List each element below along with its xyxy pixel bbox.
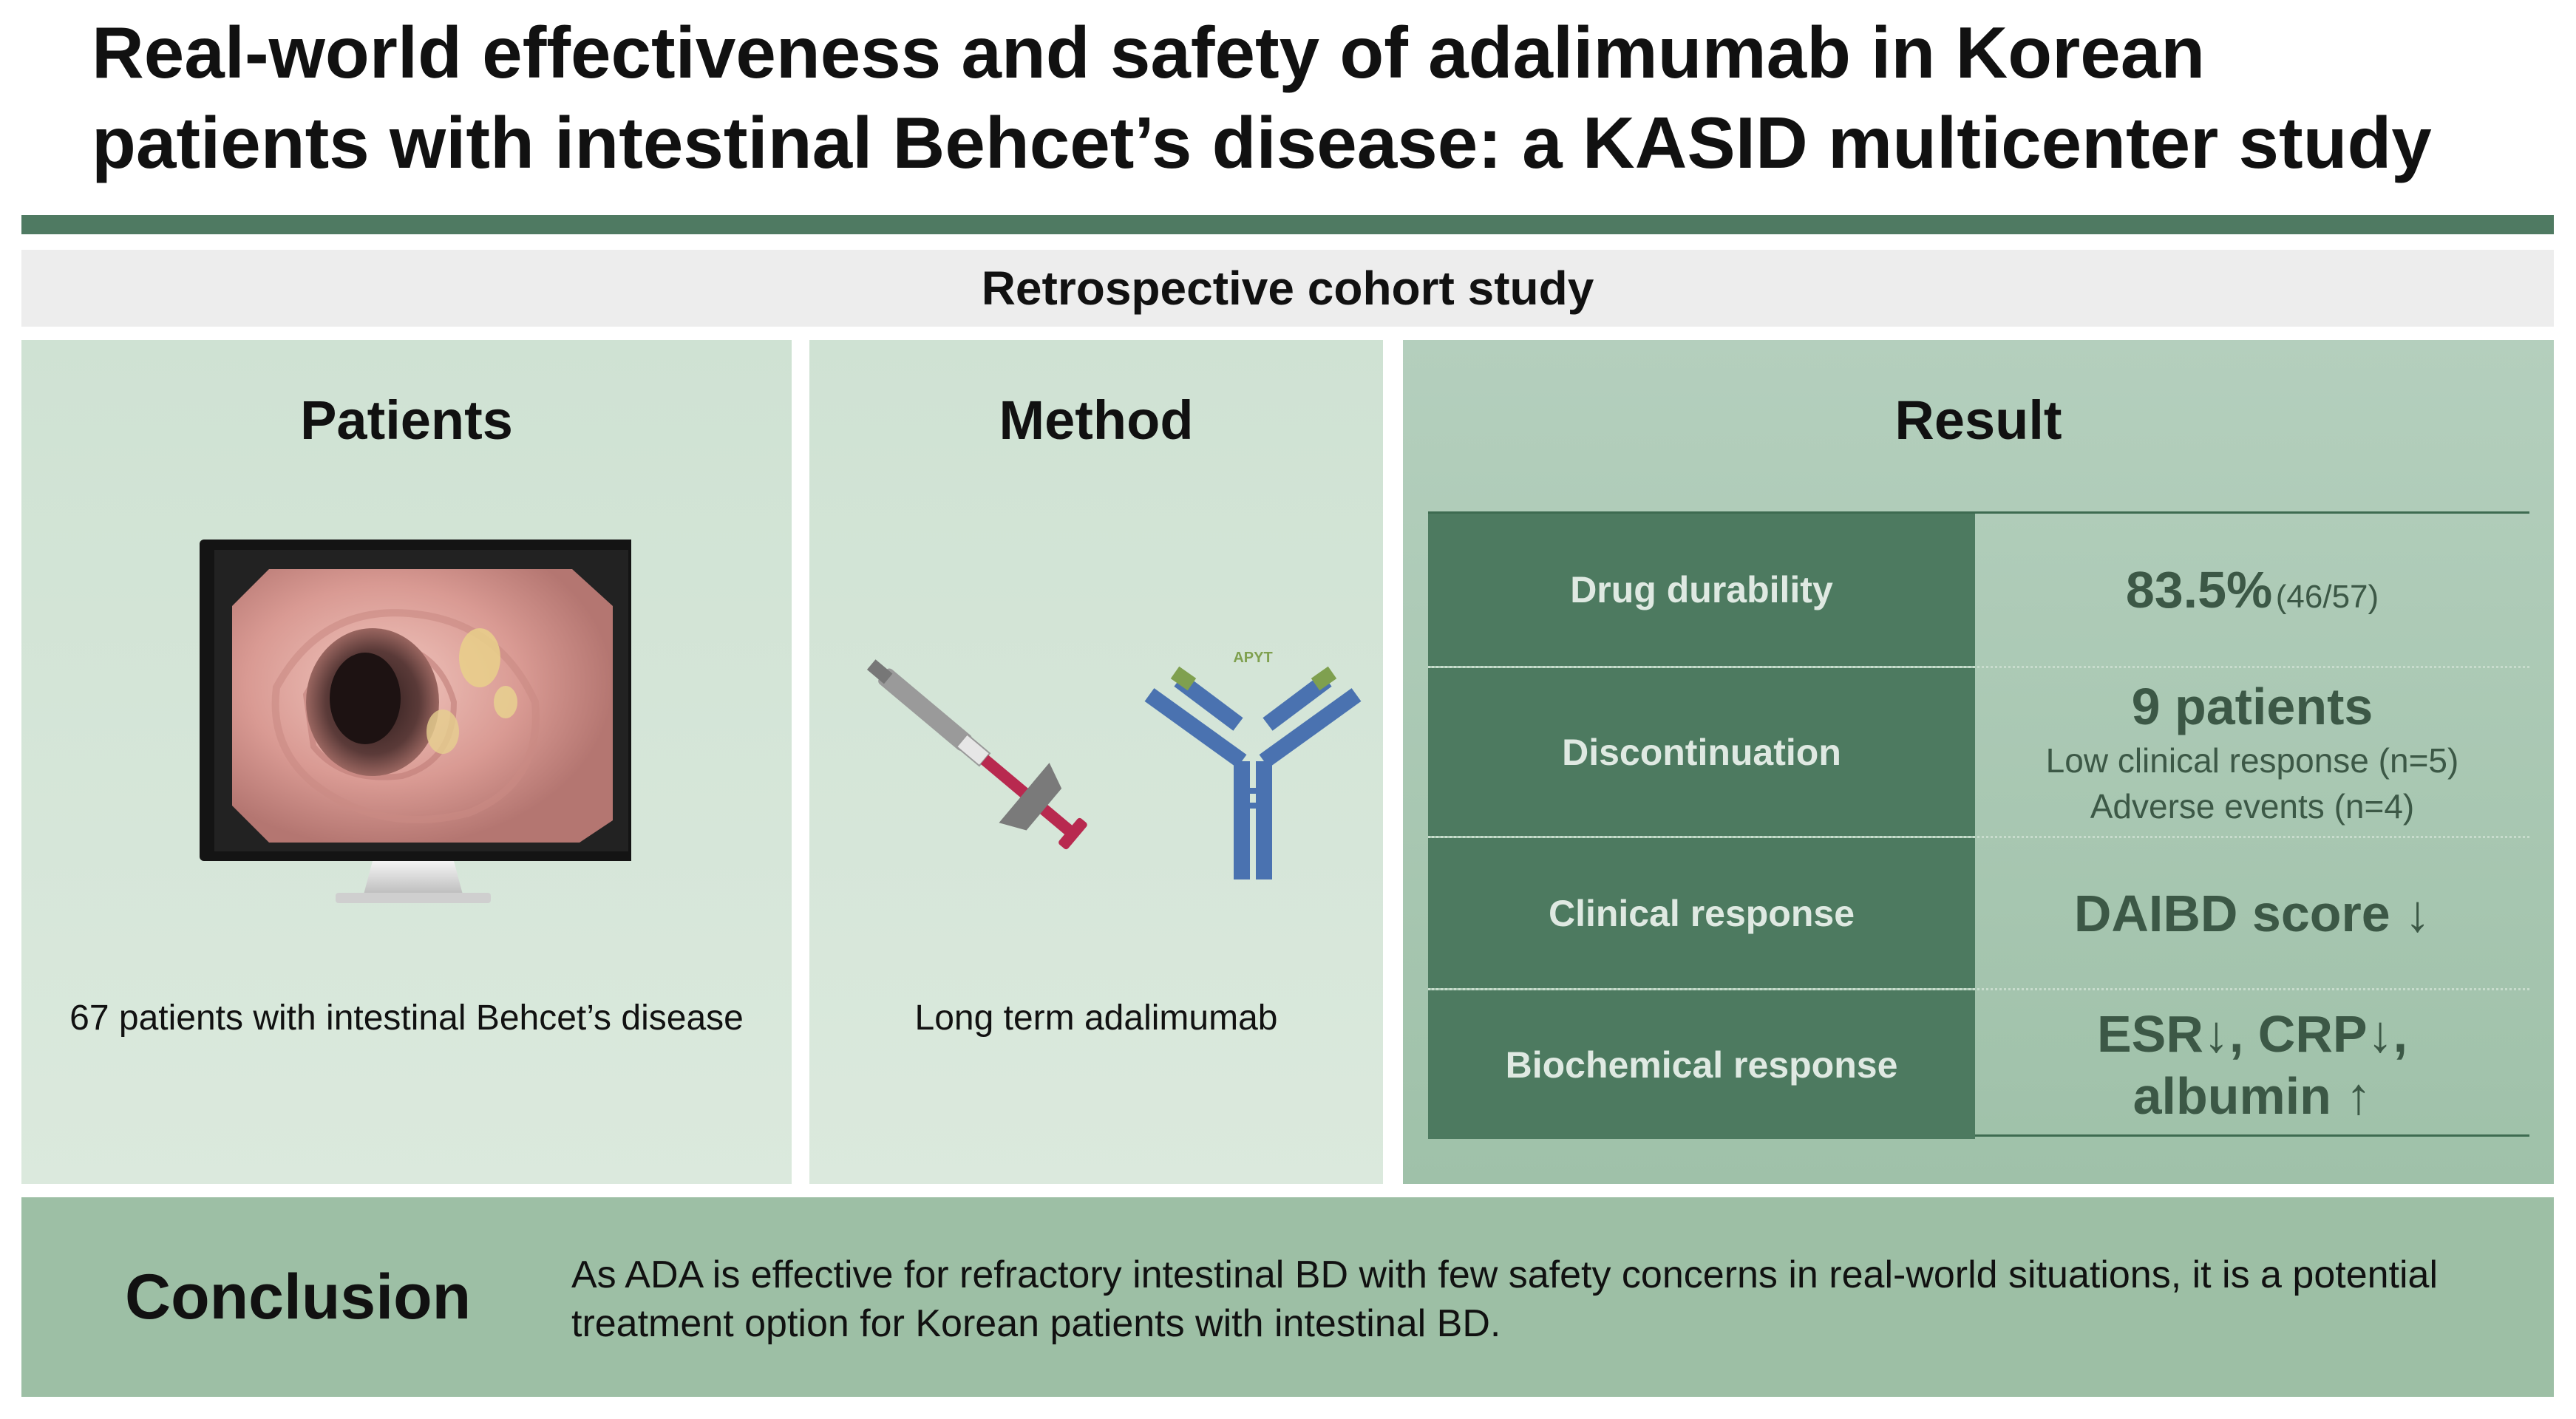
endoscopy-monitor-icon xyxy=(200,540,631,903)
clinical-response-value: DAIBD score ↓ xyxy=(2073,884,2431,942)
syringe-icon xyxy=(866,659,1087,850)
antibody-label: APYT xyxy=(1233,650,1272,666)
result-row-drug-durability: Drug durability 83.5% (46/57) xyxy=(1428,514,2529,666)
page-title: Real-world effectiveness and safety of a… xyxy=(92,7,2531,188)
biochemical-response-line-2: albumin ↑ xyxy=(2132,1066,2372,1125)
conclusion-panel: Conclusion As ADA is effective for refra… xyxy=(21,1197,2554,1397)
result-row-clinical-response: Clinical response DAIBD score ↓ xyxy=(1428,836,2529,988)
result-table: Drug durability 83.5% (46/57) Discontinu… xyxy=(1428,511,2529,1139)
result-label: Drug durability xyxy=(1428,514,1975,666)
method-heading: Method xyxy=(999,389,1194,451)
discontinuation-count: 9 patients xyxy=(2131,677,2373,735)
title-line-2: patients with intestinal Behcet’s diseas… xyxy=(92,102,2432,183)
result-value: ESR↓, CRP↓, albumin ↑ xyxy=(1975,990,2529,1139)
result-value: 9 patients Low clinical response (n=5) A… xyxy=(1975,668,2529,836)
result-label: Discontinuation xyxy=(1428,668,1975,836)
durability-percent: 83.5% xyxy=(2125,561,2273,619)
title-divider-bar xyxy=(21,215,2554,234)
discontinuation-reason-1: Low clinical response (n=5) xyxy=(2045,741,2459,780)
result-label: Clinical response xyxy=(1428,838,1975,988)
method-caption: Long term adalimumab xyxy=(914,998,1278,1038)
patients-panel: Patients xyxy=(21,340,792,1184)
study-type-label: Retrospective cohort study xyxy=(981,262,1594,315)
conclusion-text: As ADA is effective for refractory intes… xyxy=(571,1253,2439,1345)
durability-ratio: (46/57) xyxy=(2275,579,2379,615)
conclusion-label: Conclusion xyxy=(125,1261,472,1333)
result-row-biochemical-response: Biochemical response ESR↓, CRP↓, albumin… xyxy=(1428,988,2529,1139)
title-line-1: Real-world effectiveness and safety of a… xyxy=(92,12,2206,93)
method-panel: Method APYT Long term adalimumab xyxy=(809,340,1383,1184)
result-label: Biochemical response xyxy=(1428,990,1975,1139)
result-row-discontinuation: Discontinuation 9 patients Low clinical … xyxy=(1428,666,2529,836)
discontinuation-reason-2: Adverse events (n=4) xyxy=(2090,786,2415,826)
patients-caption: 67 patients with intestinal Behcet’s dis… xyxy=(69,998,744,1038)
result-heading: Result xyxy=(1894,389,2062,451)
patients-heading: Patients xyxy=(300,389,513,451)
result-value: DAIBD score ↓ xyxy=(1975,838,2529,988)
study-type-banner: Retrospective cohort study xyxy=(21,250,2554,327)
biochemical-response-line-1: ESR↓, CRP↓, xyxy=(2096,1004,2408,1063)
result-value: 83.5% (46/57) xyxy=(1975,514,2529,666)
result-panel: Result Drug durability 83.5% (46/57) Dis… xyxy=(1403,340,2554,1184)
antibody-icon: APYT xyxy=(1144,650,1362,879)
